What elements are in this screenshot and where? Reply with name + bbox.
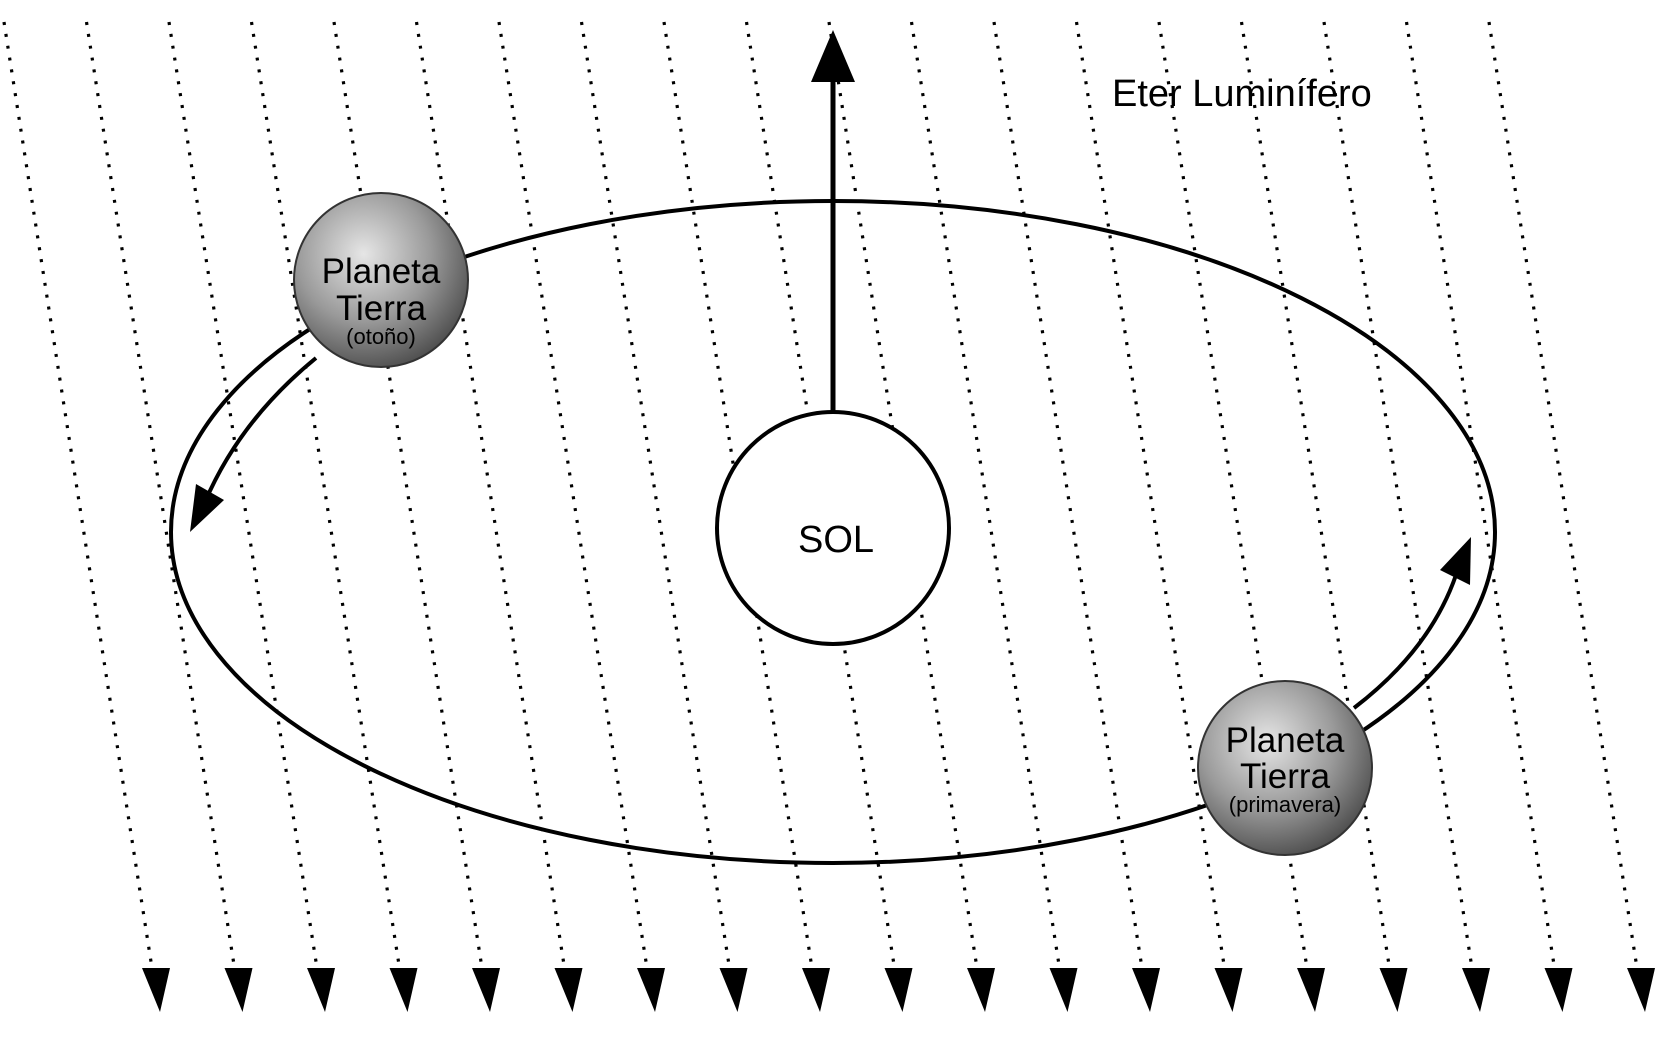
ether-flow-line xyxy=(579,21,732,969)
ether-flow-line xyxy=(1487,21,1639,969)
ether-flow-arrowhead xyxy=(472,968,500,1012)
ether-flow-line xyxy=(332,21,484,969)
spring-motion-arrow xyxy=(1352,574,1458,710)
ether-flow-arrowhead xyxy=(1214,968,1243,1012)
planet-spring-line1: Planeta xyxy=(1226,721,1345,760)
planet-earth-spring: Planeta Tierra (primavera) xyxy=(1197,680,1373,856)
sun-motion-arrowhead xyxy=(811,30,855,82)
ether-flow-arrowhead xyxy=(389,968,418,1012)
ether-flow-arrowhead xyxy=(802,968,830,1012)
ether-flow-line xyxy=(249,21,402,969)
ether-flow-arrowhead xyxy=(719,968,748,1012)
ether-flow-line xyxy=(414,21,567,969)
ether-flow-arrowhead xyxy=(637,968,665,1012)
autumn-motion-arrow xyxy=(203,356,318,503)
ether-flow-arrowhead xyxy=(1627,968,1655,1012)
planet-autumn-season: (otoño) xyxy=(346,324,416,349)
planet-autumn-line1: Planeta xyxy=(322,252,441,291)
ether-flow-arrowhead xyxy=(554,968,583,1012)
planet-spring-season: (primavera) xyxy=(1229,792,1341,817)
planet-spring-sphere xyxy=(1197,680,1373,856)
spring-arrowhead xyxy=(1440,537,1471,585)
planet-earth-autumn: Planeta Tierra (otoño) xyxy=(293,192,469,368)
ether-flow-arrowhead xyxy=(142,968,170,1012)
sun-label: SOL xyxy=(798,519,874,561)
ether-flow-arrowhead xyxy=(967,968,995,1012)
sun xyxy=(715,410,951,646)
ether-flow-arrowhead xyxy=(1462,968,1490,1012)
ether-flow-arrowhead xyxy=(307,968,335,1012)
planet-spring-line2: Tierra xyxy=(1240,757,1331,796)
planet-autumn-sphere xyxy=(293,192,469,368)
ether-flow-arrowhead xyxy=(1544,968,1573,1012)
ether-flow-line xyxy=(1404,21,1557,969)
ether-flow-arrowhead xyxy=(1049,968,1078,1012)
ether-flow-arrowhead xyxy=(224,968,253,1012)
ether-flow-line xyxy=(992,21,1144,969)
ether-flow-lines xyxy=(2,21,1655,1012)
ether-label: Eter Luminífero xyxy=(1112,73,1372,115)
ether-flow-arrowhead xyxy=(1379,968,1408,1012)
ether-flow-line xyxy=(2,21,154,969)
ether-flow-line xyxy=(1074,21,1227,969)
ether-flow-arrowhead xyxy=(884,968,913,1012)
ether-flow-arrowhead xyxy=(1297,968,1325,1012)
ether-flow-arrowhead xyxy=(1132,968,1160,1012)
ether-flow-line xyxy=(167,21,319,969)
autumn-arrowhead xyxy=(190,484,224,532)
planet-autumn-line2: Tierra xyxy=(336,289,427,328)
